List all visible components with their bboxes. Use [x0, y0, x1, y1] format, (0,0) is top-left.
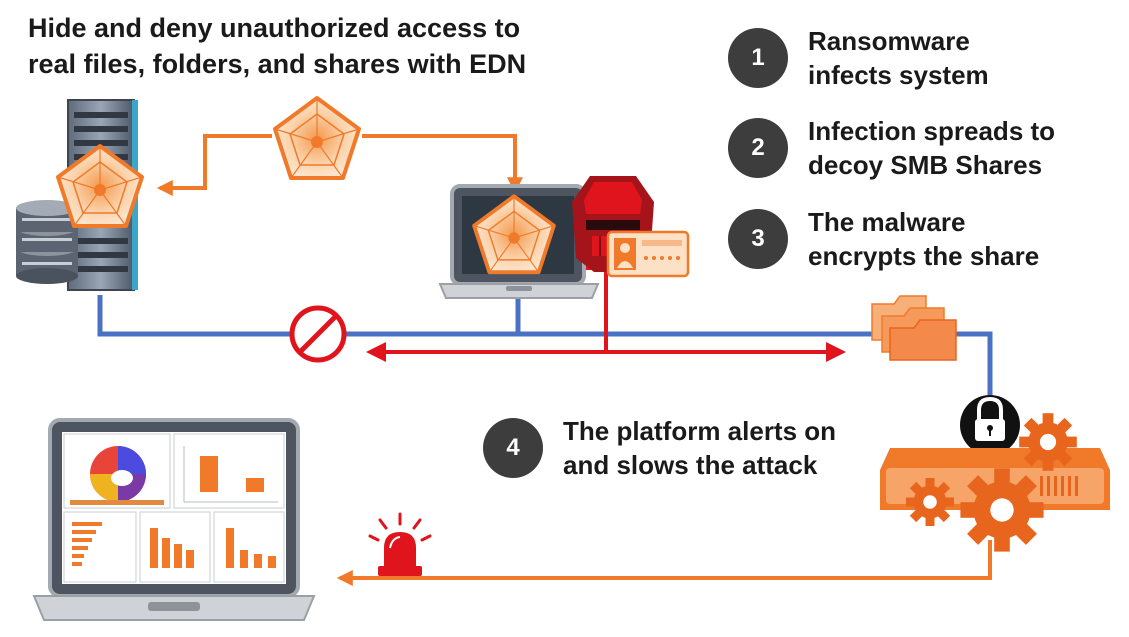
gear-server-icon [880, 413, 1110, 552]
block-icon [289, 305, 347, 363]
id-card-icon [606, 230, 690, 278]
step-3: 3 The malware encrypts the share [728, 205, 1039, 273]
lock-icon [960, 395, 1020, 455]
dashboard-panel-pie [63, 433, 171, 509]
step-2: 2 Infection spreads to decoy SMB Shares [728, 114, 1055, 182]
dashboard-panel-bars [173, 433, 285, 509]
step-3-text: The malware encrypts the share [808, 205, 1039, 273]
step-4-text: The platform alerts on and slows the att… [563, 414, 836, 482]
step-3-line-1: The malware [808, 207, 966, 237]
dashboard-panel-columns-2 [213, 511, 285, 583]
step-4-line-1: The platform alerts on [563, 416, 837, 446]
decoy-star-icon [273, 96, 361, 180]
step-1-line-2: infects system [808, 60, 989, 90]
dashboard-panel-hbars [63, 511, 137, 583]
alarm-siren-icon [368, 512, 432, 576]
step-4-badge: 4 [483, 418, 543, 478]
database-icon [16, 200, 78, 284]
headline-line-1: Hide and deny unauthorized access to [28, 13, 521, 43]
dashboard-panel-columns-1 [139, 511, 211, 583]
dashboard-laptop-icon [32, 418, 316, 621]
step-2-text: Infection spreads to decoy SMB Shares [808, 114, 1055, 182]
folders-icon [871, 295, 957, 361]
step-1-line-1: Ransomware [808, 26, 970, 56]
step-2-badge: 2 [728, 118, 788, 178]
step-4-line-2: and slows the attack [563, 450, 818, 480]
step-3-badge: 3 [728, 209, 788, 269]
attack-path [366, 266, 846, 362]
step-2-line-1: Infection spreads to [808, 116, 1056, 146]
step-1-badge: 1 [728, 28, 788, 88]
step-4: 4 The platform alerts on and slows the a… [483, 414, 836, 482]
step-1-text: Ransomware infects system [808, 24, 989, 92]
step-3-line-2: encrypts the share [808, 241, 1040, 271]
step-2-line-2: decoy SMB Shares [808, 150, 1043, 180]
headline: Hide and deny unauthorized access to rea… [28, 10, 628, 82]
network-lines [97, 295, 993, 395]
headline-line-2: real files, folders, and shares with EDN [28, 49, 527, 79]
step-1: 1 Ransomware infects system [728, 24, 989, 92]
decoy-connectors [156, 134, 992, 586]
